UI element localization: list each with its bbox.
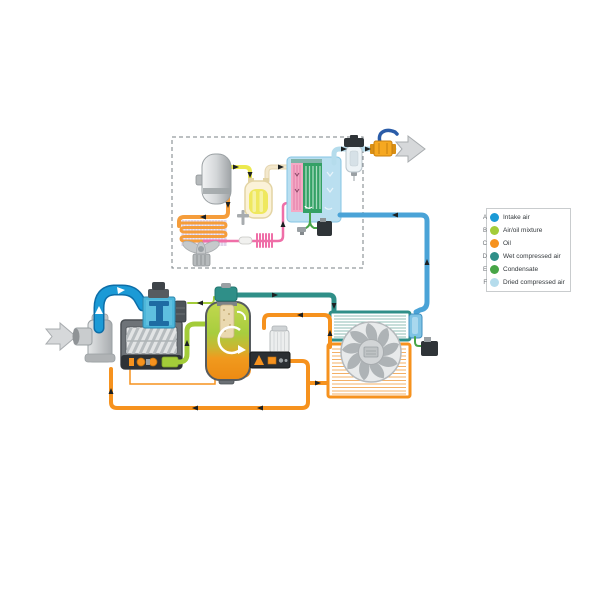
hot-gas-pipe-yellow bbox=[220, 165, 252, 183]
legend-color-dot bbox=[490, 265, 499, 274]
intake-valve-assembly bbox=[142, 282, 187, 329]
legend-letter: F bbox=[483, 279, 487, 286]
unloader-line bbox=[187, 296, 215, 304]
legend-row: C Oil bbox=[483, 237, 565, 250]
auto-drain-box bbox=[317, 221, 332, 236]
legend-color-dot bbox=[490, 252, 499, 261]
air-flow-arrows bbox=[326, 171, 334, 193]
line-filter bbox=[344, 135, 364, 181]
refrigerant-filter-drier bbox=[238, 236, 253, 245]
dryer-condensate-drain bbox=[297, 212, 332, 236]
dryer-heat-exchanger-block bbox=[286, 156, 342, 223]
oil-separator-vessel bbox=[205, 283, 251, 385]
legend-color-dot bbox=[490, 213, 499, 222]
legend-letter: C bbox=[482, 240, 487, 247]
minimum-pressure-valve bbox=[214, 286, 238, 302]
legend-label: Wet compressed air bbox=[503, 253, 561, 260]
condenser-coil bbox=[177, 221, 228, 243]
vessel-liquid bbox=[249, 189, 268, 214]
dried-air-pipe bbox=[331, 146, 397, 166]
outlet-ball-valve bbox=[370, 128, 399, 157]
tank-body bbox=[201, 153, 232, 205]
refrigerant-receiver-tank bbox=[195, 153, 232, 205]
air-inlet-arrow bbox=[44, 321, 77, 352]
legend-row: A Intake air bbox=[483, 211, 565, 224]
manual-drain-valve bbox=[297, 227, 306, 232]
cooler-to-filter-pipe bbox=[262, 313, 332, 349]
vessel-nipple-right bbox=[263, 178, 269, 183]
legend-row: D Wet compressed air bbox=[483, 250, 565, 263]
legend-label: Oil bbox=[503, 240, 511, 247]
flow-arrow-right bbox=[117, 287, 125, 294]
intake-pipe bbox=[93, 284, 149, 334]
legend-row: E Condensate bbox=[483, 263, 565, 276]
drain-valve-box bbox=[421, 341, 438, 356]
wet-air-pipe bbox=[234, 292, 337, 315]
oil-injection-port bbox=[136, 357, 146, 367]
cooling-fan bbox=[340, 321, 402, 383]
thermostat-element bbox=[254, 355, 264, 365]
oil-injection-port bbox=[148, 357, 158, 367]
air-outlet-arrow bbox=[394, 134, 426, 164]
legend-letter: D bbox=[482, 253, 487, 260]
vessel-nipple-left bbox=[248, 178, 254, 183]
valve-body bbox=[373, 140, 393, 157]
flow-arrows bbox=[108, 146, 430, 411]
unloader-solenoid bbox=[148, 289, 169, 298]
legend-letter: B bbox=[482, 227, 487, 234]
evaporator-swirl-arrow bbox=[304, 205, 313, 209]
legend-label: Condensate bbox=[503, 266, 539, 273]
exchanger-top-header bbox=[291, 159, 322, 163]
legend-letter: A bbox=[482, 214, 487, 221]
blowoff-silencer bbox=[174, 300, 187, 323]
thermostat-oil-filter-block bbox=[249, 325, 291, 369]
oil-pipes bbox=[109, 313, 332, 410]
legend-row: F Dried compressed air bbox=[483, 276, 565, 289]
legend: A Intake air B Air/oil mixture C Oil D W… bbox=[483, 208, 571, 292]
valve-piston bbox=[156, 306, 163, 322]
legend-color-dot bbox=[490, 226, 499, 235]
compressor-element bbox=[120, 319, 183, 370]
refrigerant-compressor-vessel bbox=[244, 178, 273, 219]
capillary-coil bbox=[256, 233, 273, 248]
swirl-arrow-large bbox=[217, 325, 242, 355]
legend-letter: E bbox=[482, 266, 487, 273]
cooler-to-dryer-pipe bbox=[337, 212, 430, 315]
legend-color-dot bbox=[490, 278, 499, 287]
legend-row: B Air/oil mixture bbox=[483, 224, 565, 237]
filter-element bbox=[349, 150, 359, 167]
legend-label: Intake air bbox=[503, 214, 530, 221]
tank-band bbox=[203, 188, 230, 194]
vessel-tube bbox=[259, 191, 263, 212]
expansion-valve bbox=[237, 210, 249, 225]
vessel-tube bbox=[252, 191, 256, 212]
fan-hub-plate bbox=[363, 346, 379, 358]
legend-label: Dried compressed air bbox=[503, 279, 565, 286]
legend-color-dot bbox=[490, 239, 499, 248]
swirl-arrow-small bbox=[236, 310, 247, 321]
aftercooler-condensate-drain bbox=[414, 336, 438, 356]
flow-arrow-up bbox=[95, 306, 103, 314]
oil-return-loop bbox=[109, 359, 310, 410]
valve-handle bbox=[377, 128, 399, 144]
scavenge-line bbox=[129, 368, 216, 385]
condenser-fan bbox=[182, 240, 220, 267]
water-separator bbox=[408, 313, 423, 339]
suction-pipe-cream bbox=[265, 165, 292, 183]
oil-filter-cartridge bbox=[269, 329, 290, 354]
filter-head bbox=[344, 138, 364, 147]
legend-label: Air/oil mixture bbox=[503, 227, 543, 234]
